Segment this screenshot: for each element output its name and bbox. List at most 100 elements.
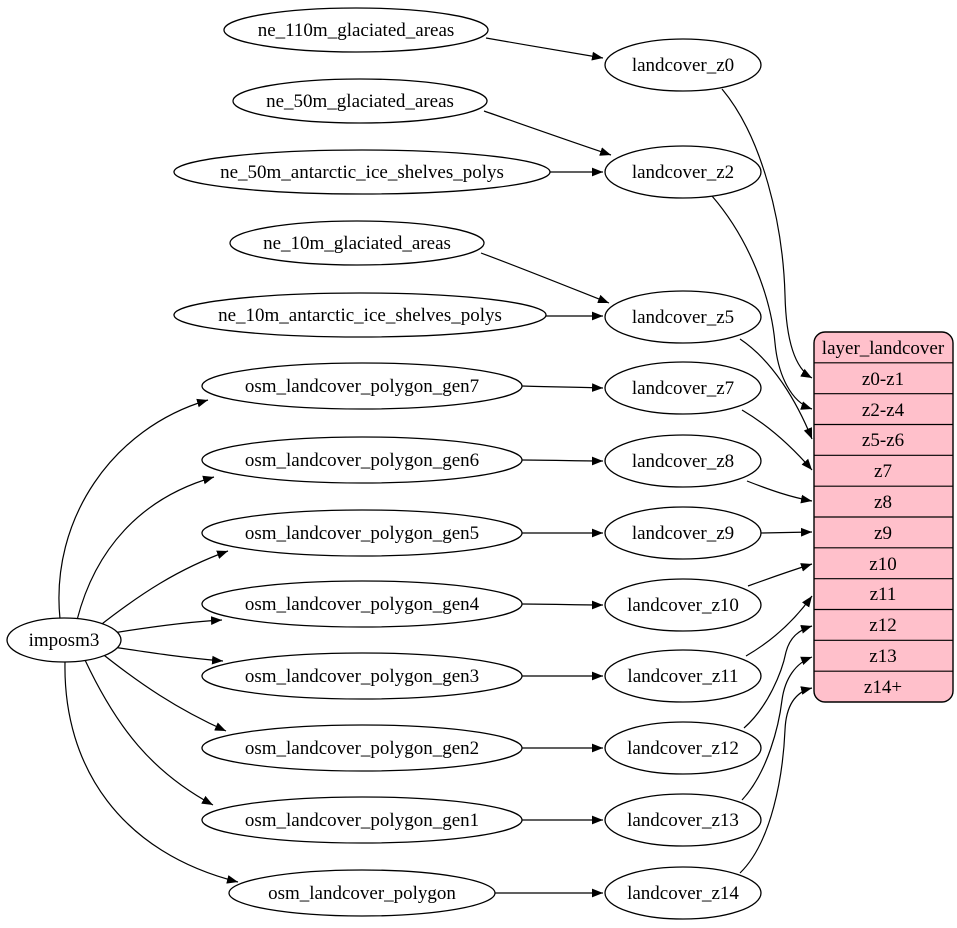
node-label: osm_landcover_polygon_gen2 <box>245 738 479 759</box>
node-osm-landcover-polygon-gen7: osm_landcover_polygon_gen7 <box>201 362 523 410</box>
node-landcover-z5: landcover_z5 <box>604 290 762 344</box>
edge-landcover-z10-to-row-z10 <box>747 563 813 587</box>
node-label: osm_landcover_polygon_gen3 <box>245 666 479 687</box>
edge-imposm3-to-gen6 <box>76 475 215 621</box>
table-row-z12: z12 <box>869 615 896 636</box>
node-label: landcover_z9 <box>632 523 734 544</box>
node-label: osm_landcover_polygon_gen4 <box>245 594 480 615</box>
node-ellipse <box>6 617 122 663</box>
node-label: ne_50m_glaciated_areas <box>266 91 454 112</box>
node-ellipse <box>604 793 762 847</box>
edge-landcover-z13-to-row-z13 <box>741 656 813 801</box>
node-label: landcover_z2 <box>632 162 734 183</box>
edge-imposm3-to-gen3 <box>112 646 224 665</box>
node-ellipse <box>604 506 762 560</box>
table-row-z8: z8 <box>874 492 892 513</box>
node-ellipse <box>604 434 762 488</box>
node-ellipse <box>604 721 762 775</box>
node-landcover-z8: landcover_z8 <box>604 434 762 488</box>
node-label: landcover_z5 <box>632 307 734 328</box>
node-landcover-z12: landcover_z12 <box>604 721 762 775</box>
edge-landcover-z9-to-row-z9 <box>760 527 813 537</box>
node-label: osm_landcover_polygon_gen6 <box>245 450 479 471</box>
node-ellipse <box>604 145 762 199</box>
edge-landcover-z7-to-row-z7 <box>741 409 813 471</box>
edge-landcover-z11-to-row-z11 <box>745 595 813 657</box>
edge-gen6-to-landcover-z8 <box>521 456 604 466</box>
table-row-z7: z7 <box>874 461 892 482</box>
edge-landcover-z0-to-row-z0-z1 <box>721 88 813 379</box>
node-ellipse <box>201 436 523 484</box>
node-landcover-z11: landcover_z11 <box>604 649 762 703</box>
node-landcover-z9: landcover_z9 <box>604 506 762 560</box>
node-label: ne_10m_antarctic_ice_shelves_polys <box>218 305 502 326</box>
node-label: osm_landcover_polygon_gen1 <box>245 810 479 831</box>
edge-imposm3-to-gen4 <box>112 616 223 634</box>
table-row-z9: z9 <box>874 523 892 544</box>
node-label: landcover_z0 <box>632 55 734 76</box>
node-landcover-z10: landcover_z10 <box>604 578 762 632</box>
node-landcover-z13: landcover_z13 <box>604 793 762 847</box>
node-ellipse <box>228 869 496 917</box>
node-ellipse <box>201 362 523 410</box>
node-landcover-z14: landcover_z14 <box>604 866 762 920</box>
edge-imposm3-to-gen1 <box>84 659 214 806</box>
edge-gen4-to-landcover-z10 <box>521 600 604 610</box>
node-ne-50m-antarctic-ice-shelves-polys: ne_50m_antarctic_ice_shelves_polys <box>173 149 551 195</box>
edge-landcover-z14-to-row-z14plus <box>739 686 813 874</box>
edges-layer <box>58 37 813 898</box>
node-osm-landcover-polygon-gen5: osm_landcover_polygon_gen5 <box>201 509 523 557</box>
node-ellipse <box>223 7 489 53</box>
edge-landcover-z5-to-row-z5-z6 <box>739 338 813 440</box>
node-ellipse <box>201 652 523 700</box>
table-layer-landcover: layer_landcover z0-z1 z2-z4 z5-z6 z7 z8 … <box>813 331 954 703</box>
node-ne-50m-glaciated-areas: ne_50m_glaciated_areas <box>232 78 488 124</box>
node-ellipse <box>229 220 485 266</box>
node-label: landcover_z13 <box>627 810 739 831</box>
node-ellipse <box>201 724 523 772</box>
node-osm-landcover-polygon-gen1: osm_landcover_polygon_gen1 <box>201 796 523 844</box>
node-label: landcover_z11 <box>627 666 738 687</box>
edge-landcover-z2-to-row-z2-z4 <box>711 195 813 410</box>
node-ellipse <box>604 578 762 632</box>
edge-imposm3-to-polygon <box>64 661 239 884</box>
edge-gen7-to-landcover-z7 <box>521 383 604 392</box>
edge-imposm3-to-gen2 <box>99 651 227 732</box>
table-row-z11: z11 <box>870 584 897 605</box>
node-osm-landcover-polygon-gen6: osm_landcover_polygon_gen6 <box>201 436 523 484</box>
table-row-z13: z13 <box>869 646 896 667</box>
edge-landcover-z12-to-row-z12 <box>743 625 813 729</box>
node-imposm3: imposm3 <box>6 617 122 663</box>
node-ellipse <box>232 78 488 124</box>
node-landcover-z0: landcover_z0 <box>604 38 762 92</box>
node-label: landcover_z14 <box>627 883 739 904</box>
node-ellipse <box>173 292 547 338</box>
node-label: landcover_z8 <box>632 451 734 472</box>
node-ellipse <box>201 509 523 557</box>
node-label: osm_landcover_polygon <box>268 883 456 904</box>
table-row-z0-z1: z0-z1 <box>862 369 904 390</box>
node-ellipse <box>604 866 762 920</box>
node-label: osm_landcover_polygon_gen5 <box>245 523 479 544</box>
edge-imposm3-to-gen7 <box>58 398 209 620</box>
edge-ne110m-to-landcover-z0 <box>485 37 604 61</box>
node-ellipse <box>604 38 762 92</box>
node-ellipse <box>604 290 762 344</box>
node-ellipse <box>604 649 762 703</box>
node-ellipse <box>201 796 523 844</box>
edge-ne10m-to-landcover-z5 <box>480 252 610 304</box>
node-landcover-z7: landcover_z7 <box>604 361 762 415</box>
table-row-z10: z10 <box>869 554 896 575</box>
node-ne-10m-antarctic-ice-shelves-polys: ne_10m_antarctic_ice_shelves_polys <box>173 292 547 338</box>
node-label: imposm3 <box>29 630 100 651</box>
node-label: ne_50m_antarctic_ice_shelves_polys <box>220 162 504 183</box>
table-row-z14plus: z14+ <box>864 677 902 698</box>
edge-imposm3-to-gen5 <box>97 550 229 628</box>
node-osm-landcover-polygon: osm_landcover_polygon <box>228 869 496 917</box>
table-row-z2-z4: z2-z4 <box>862 400 905 421</box>
node-label: ne_10m_glaciated_areas <box>263 233 451 254</box>
node-osm-landcover-polygon-gen4: osm_landcover_polygon_gen4 <box>201 580 523 628</box>
node-landcover-z2: landcover_z2 <box>604 145 762 199</box>
